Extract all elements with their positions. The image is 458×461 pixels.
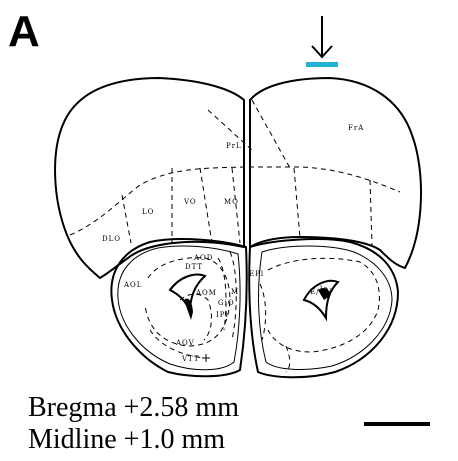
midline-caption: Midline +1.0 mm [28,424,225,456]
region-label-aov: AOV [175,339,195,347]
section-marker [306,62,338,67]
region-label-aol: AOL [123,281,142,289]
region-label-lo-small: lo [320,285,328,293]
ventricle-shapes [170,275,338,320]
region-label-m: M [231,288,239,296]
region-label-mo: MO [224,198,239,206]
region-label-aod: AOD [193,254,213,262]
region-label-vtt: VTT [181,355,200,363]
down-arrow-icon [312,16,332,57]
left-bulb-outer-ring [118,246,240,370]
region-label-gio: GiO [218,299,235,307]
region-label-fra: FrA [348,124,364,132]
region-label-aom: AOM [195,289,217,297]
right-olfactory-bulb-outline [249,239,398,377]
panel-letter: A [8,7,40,56]
region-label-vo: VO [183,198,197,206]
left-cortex-outline [55,78,244,278]
plus-marker-icon [202,354,210,362]
region-label-ipl: IPl [216,311,229,319]
bregma-caption: Bregma +2.58 mm [28,392,239,424]
region-label-prl: PrL [226,142,242,150]
cortex-boundaries [70,100,400,245]
region-label-dtt: DTT [185,263,203,271]
region-label-epl: EPl [249,270,264,278]
region-label-dlo: DLO [102,235,121,243]
region-label-lo: LO [142,208,154,216]
